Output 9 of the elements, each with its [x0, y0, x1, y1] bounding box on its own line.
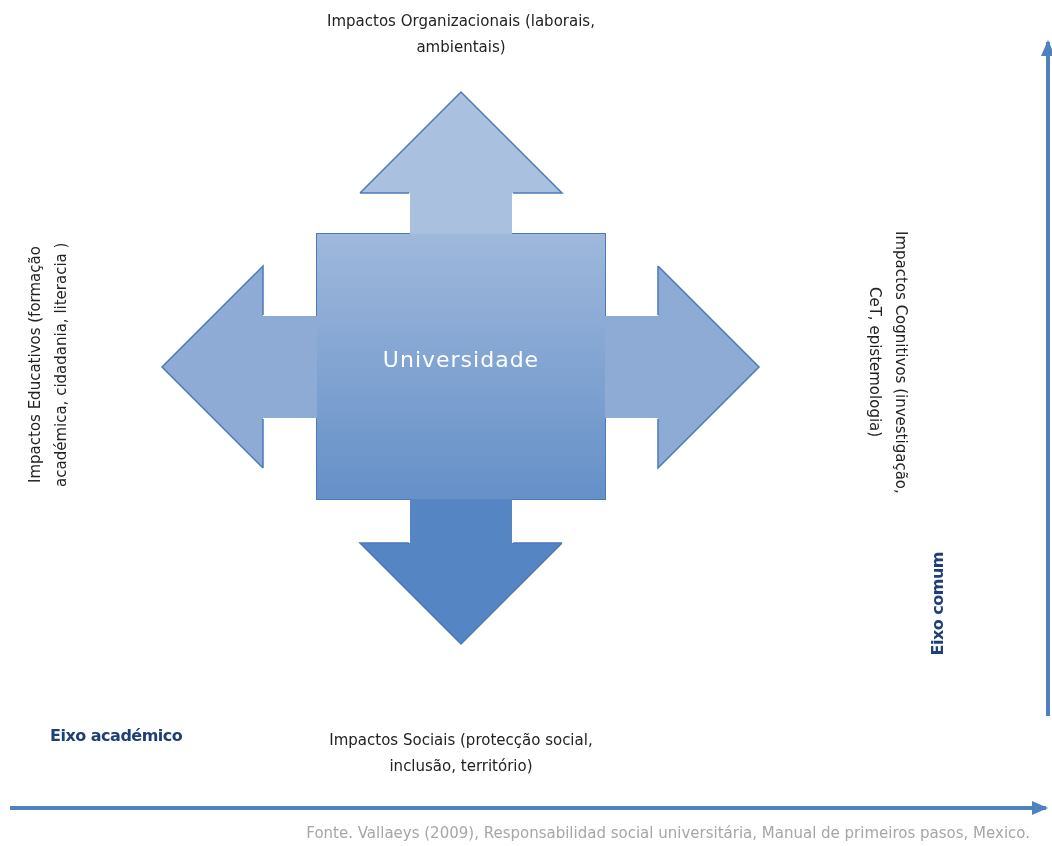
impact-label: Impactos Cognitivos (investigação, CeT, epistemologia)	[862, 212, 914, 512]
axis-label: Eixo comum	[928, 552, 947, 656]
axis-label: Eixo académico	[50, 726, 183, 745]
node-label: Universidade	[381, 347, 541, 372]
center-square	[316, 233, 606, 500]
impact-label: Impactos Organizacionais (laborais, ambientais)	[296, 8, 626, 60]
impact-label: Impactos Educativos (formação académica, cidadania, literacia )	[22, 215, 74, 515]
impact-label: Impactos Sociais (protecção social, inclusão, território)	[296, 727, 626, 779]
source-note: Fonte. Vallaeys (2009), Responsabilidad social universitária, Manual de primeiros pasos, Mexico.	[306, 824, 1030, 842]
